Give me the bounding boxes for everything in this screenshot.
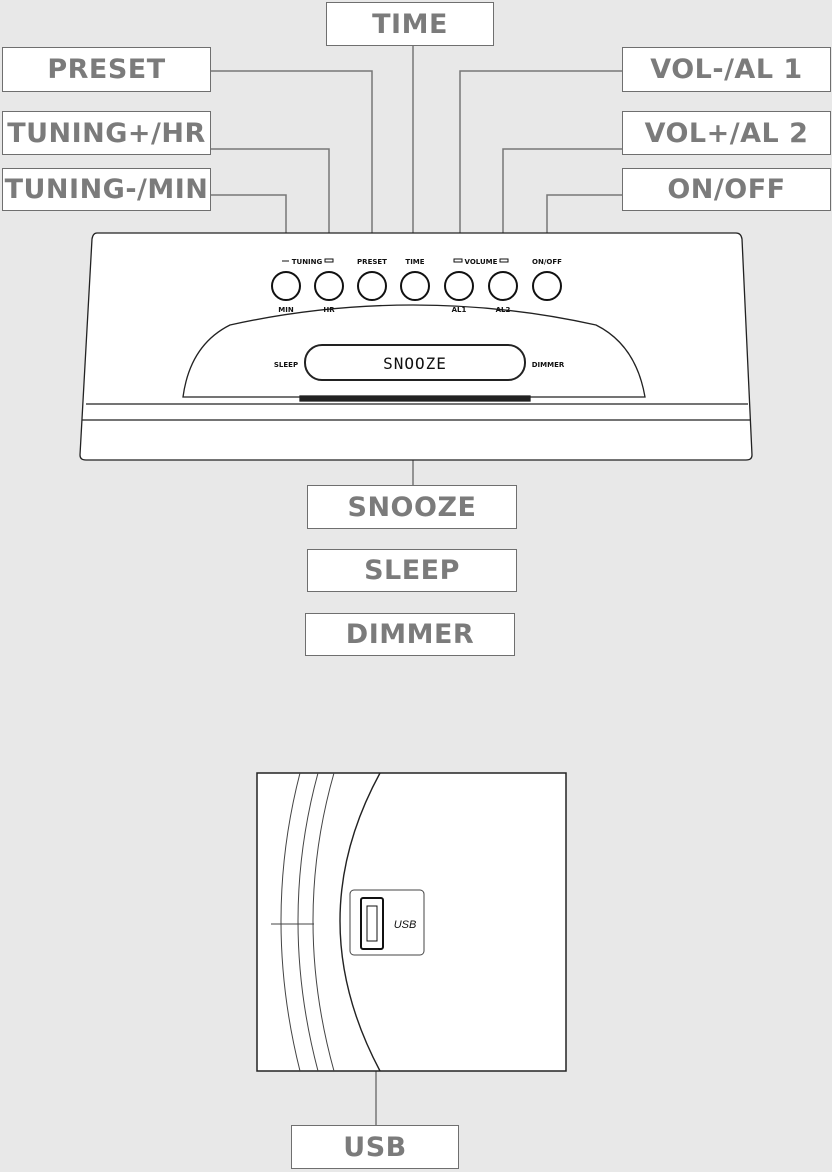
leader-vol-al2	[502, 148, 622, 270]
usb-port-label: USB	[394, 919, 417, 931]
al1-label: AL1	[452, 306, 467, 314]
callout-vol-al1: VOL-/AL 1	[622, 47, 831, 92]
leader-tuning-hr	[211, 148, 330, 270]
housing-curve-3	[312, 772, 335, 1072]
vol-al1-button[interactable]	[444, 271, 474, 301]
snooze-bar-label: SNOOZE	[383, 354, 447, 373]
callout-dimmer: DIMMER	[305, 613, 515, 656]
tuning-plus-marker	[324, 258, 334, 263]
tuning-min-button[interactable]	[271, 271, 301, 301]
on-off-device-label: ON/OFF	[532, 258, 562, 266]
callout-vol-al2: VOL+/AL 2	[622, 111, 831, 155]
volume-plus-marker	[499, 258, 509, 263]
cradle-slot	[299, 395, 531, 402]
housing-curve-4	[339, 772, 381, 1072]
min-label: MIN	[278, 306, 294, 314]
time-device-label: TIME	[405, 258, 424, 266]
callout-usb: USB	[291, 1125, 459, 1169]
callout-tuning-hr: TUNING+/HR	[2, 111, 211, 155]
on-off-button[interactable]	[532, 271, 562, 301]
vol-al2-button[interactable]	[488, 271, 518, 301]
callout-time: TIME	[326, 2, 494, 46]
al2-label: AL2	[496, 306, 511, 314]
snooze-bar[interactable]	[304, 344, 526, 381]
volume-minus-marker	[453, 258, 463, 263]
callout-snooze: SNOOZE	[307, 485, 517, 529]
dimmer-device-label: DIMMER	[532, 361, 565, 369]
leader-vol-al1	[459, 70, 622, 270]
preset-button[interactable]	[357, 271, 387, 301]
housing-curve-2	[297, 772, 319, 1072]
callout-on-off: ON/OFF	[622, 168, 831, 211]
tuning-volume-markers	[282, 258, 509, 263]
usb-port-tongue	[366, 905, 378, 942]
hr-label: HR	[323, 306, 335, 314]
usb-detail-inset: USB	[256, 772, 567, 1072]
tuning-hr-button[interactable]	[314, 271, 344, 301]
tuning-label: TUNING	[292, 258, 323, 266]
callout-preset: PRESET	[2, 47, 211, 92]
sleep-device-label: SLEEP	[274, 361, 298, 369]
preset-device-label: PRESET	[357, 258, 387, 266]
callout-sleep: SLEEP	[307, 549, 517, 592]
device-buttons	[271, 271, 562, 301]
time-button[interactable]	[400, 271, 430, 301]
callout-tuning-min: TUNING-/MIN	[2, 168, 211, 211]
leader-preset	[211, 70, 373, 270]
volume-label: VOLUME	[465, 258, 498, 266]
housing-curve-1	[280, 772, 301, 1072]
clock-radio-body	[79, 232, 753, 461]
